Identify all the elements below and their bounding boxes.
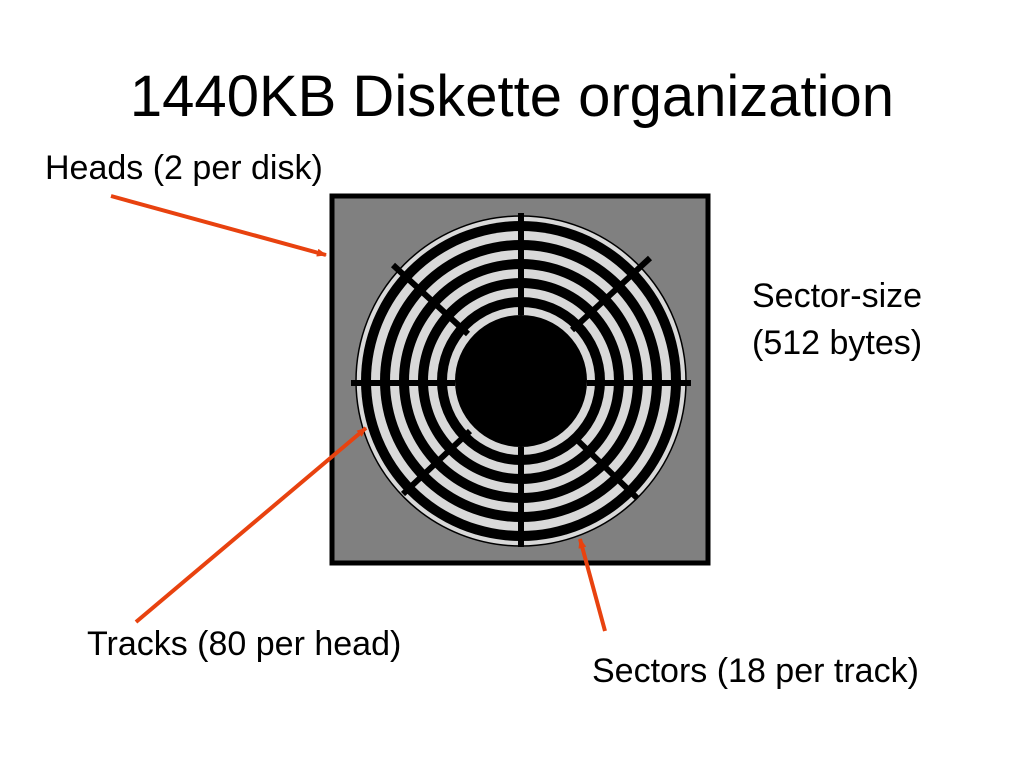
tracks-arrow: [134, 426, 368, 624]
tracks-label: Tracks (80 per head): [87, 625, 402, 663]
sector-size-label-line1: Sector-size: [752, 277, 923, 315]
heads-arrow: [110, 194, 327, 257]
sector-dividers: [351, 213, 691, 547]
disk-hub: [455, 315, 587, 447]
heads-label: Heads (2 per disk): [45, 149, 323, 187]
sector-size-label-line2: (512 bytes): [752, 324, 923, 362]
sector-divider-bottom-right: [570, 433, 640, 501]
sectors-label: Sectors (18 per track): [592, 652, 919, 690]
sector-divider-bottom-left: [400, 428, 473, 497]
pointer-arrows: [110, 194, 607, 632]
sector-divider-top-right: [569, 255, 653, 333]
sectors-arrow: [578, 538, 607, 632]
sector-divider-top-left: [390, 262, 471, 337]
slide-title: 1440KB Diskette organization: [129, 64, 895, 129]
